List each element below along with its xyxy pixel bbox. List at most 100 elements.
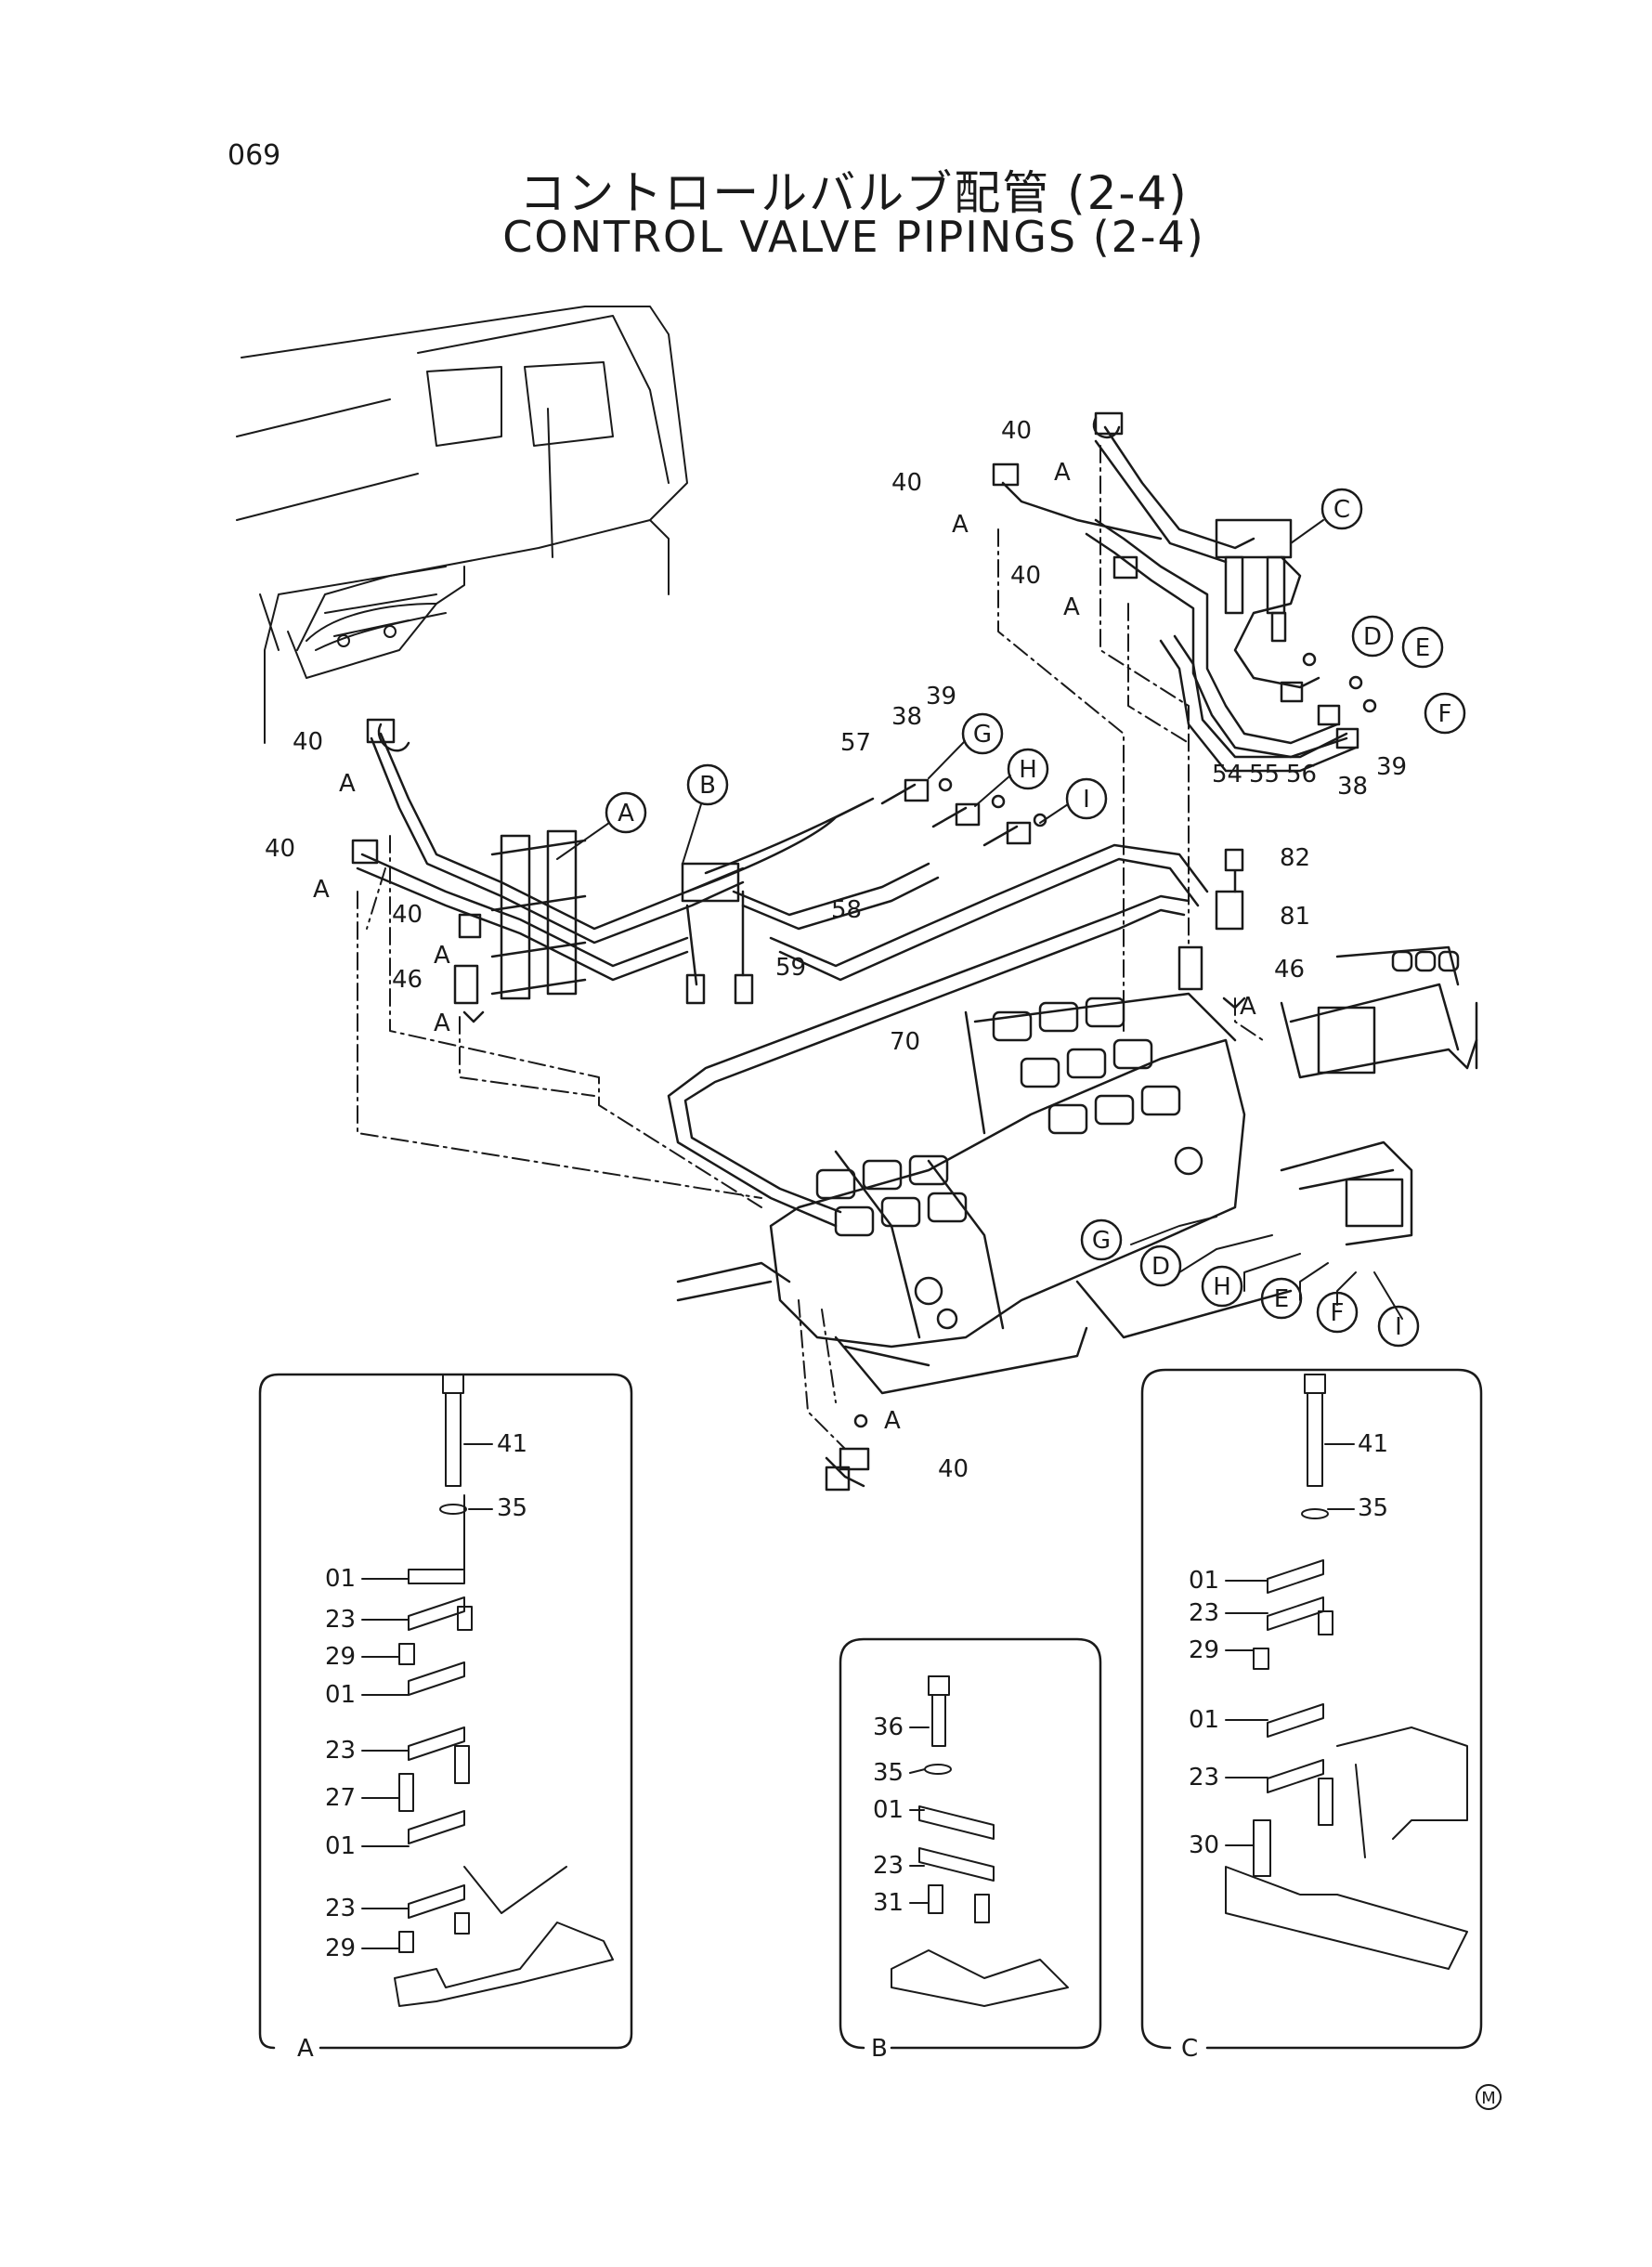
detail-a-part-35: 35 [497,1494,527,1522]
detail-c-drawing [1225,1374,1468,1970]
circle-ref-leaders [556,519,1324,865]
detail-b-part-23: 23 [873,1852,904,1880]
callout-38: 38 [1337,773,1368,801]
title-japanese: コントロールバルブ配管 (2-4) [519,166,1189,220]
callout-A: A [1054,459,1071,487]
detail-b-drawing [891,1675,1069,2007]
callout-A: A [1240,993,1256,1021]
right-pipe-assembly [992,411,1377,773]
callout-40: 40 [293,728,323,756]
circle-ref-A: A [618,800,634,827]
footer-mark: M [1481,2089,1496,2108]
callout-55: 55 [1249,761,1280,788]
detail-a-part-29: 29 [325,1643,356,1671]
fitting-40-bottom [825,1414,870,1492]
reference-leaders [1130,1216,1403,1320]
callout-40: 40 [1001,417,1032,445]
detail-b-label: B [871,2035,888,2063]
callout-A: A [313,876,330,904]
circle-ref-D: D [1151,1253,1170,1281]
circle-ref-H: H [1019,756,1037,784]
detail-a-labels: 41 35 01 23 29 01 23 27 01 23 29 A [297,1430,527,2063]
detail-a-part-27: 27 [325,1784,356,1812]
detail-c-part-23: 23 [1189,1599,1219,1627]
callout-46: 46 [392,966,423,994]
circle-ref-I: I [1083,786,1090,814]
circle-ref-H: H [1213,1273,1231,1301]
fittings-right [1177,848,1246,1010]
callout-81: 81 [1280,903,1310,931]
callout-40: 40 [265,835,295,863]
detail-a-part-29: 29 [325,1935,356,1962]
callout-A: A [1063,593,1080,621]
detail-b-part-35: 35 [873,1759,904,1787]
circle-ref-F: F [1331,1299,1345,1327]
leader-lines [357,445,1264,1450]
detail-c-part-01: 01 [1189,1706,1219,1734]
detail-a-part-23: 23 [325,1737,356,1765]
circle-ref-E: E [1415,634,1430,662]
callout-A: A [339,770,356,798]
control-valve-block [676,945,1478,1395]
detail-a-part-01: 01 [325,1832,356,1860]
callout-40: 40 [891,469,922,497]
left-pipe-assembly [351,718,1209,1005]
detail-c-part-01: 01 [1189,1567,1219,1595]
callout-38: 38 [891,703,922,731]
circle-ref-C: C [1333,496,1350,524]
detail-a-part-23: 23 [325,1606,356,1634]
callout-58: 58 [831,896,862,924]
page-number: 069 [228,139,281,172]
detail-c-part-41: 41 [1358,1430,1388,1458]
callout-40: 40 [938,1455,969,1483]
callout-82: 82 [1280,844,1310,872]
circle-ref-E: E [1274,1285,1289,1313]
circle-ref-shapes [605,488,1502,2110]
detail-c-part-30: 30 [1189,1831,1219,1859]
detail-b-part-36: 36 [873,1713,904,1741]
detail-b-labels: 36 35 01 23 31 B [871,1713,904,2063]
callout-text: 40 40 40 40 40 40 40 A A A A A A A A A 5… [265,417,1407,1483]
circle-ref-G: G [973,721,992,749]
callout-40: 40 [1010,562,1041,590]
detail-c-labels: 41 35 01 23 29 01 23 30 C [1181,1430,1388,2063]
detail-b-part-31: 31 [873,1889,904,1917]
callout-A: A [434,942,450,970]
detail-a-part-01: 01 [325,1565,356,1593]
callout-39: 39 [926,683,956,710]
detail-c-part-23: 23 [1189,1764,1219,1791]
pipe-70 [667,894,1190,1228]
detail-a-part-23: 23 [325,1895,356,1922]
circle-ref-F: F [1438,700,1452,728]
circle-ref-text: A B C D E F G H I G D H E F I [618,496,1451,1341]
callout-70: 70 [890,1028,920,1056]
machine-outline [236,306,688,744]
detail-a-label: A [297,2035,314,2063]
callout-40: 40 [392,901,423,929]
callout-46: 46 [1274,956,1305,984]
detail-c-label: C [1181,2035,1198,2063]
detail-b-part-01: 01 [873,1796,904,1824]
detail-a-drawing [394,1374,614,2007]
callout-A: A [434,1010,450,1037]
callout-39: 39 [1376,753,1407,781]
circle-ref-G: G [1092,1227,1111,1255]
detail-c-part-35: 35 [1358,1494,1388,1522]
callout-56: 56 [1286,761,1317,788]
callout-A: A [884,1407,901,1435]
callout-59: 59 [775,954,806,982]
circle-ref-I: I [1395,1313,1402,1341]
title-english: CONTROL VALVE PIPINGS (2-4) [502,212,1205,262]
callout-57: 57 [840,729,871,757]
callout-54: 54 [1212,761,1242,788]
detail-a-part-01: 01 [325,1681,356,1709]
circle-ref-B: B [699,772,716,800]
detail-a-part-41: 41 [497,1430,527,1458]
circle-ref-D: D [1363,623,1382,651]
callout-A: A [952,511,969,539]
fittings-left [453,913,485,1023]
detail-frames [258,1368,1483,2050]
detail-c-part-29: 29 [1189,1636,1219,1664]
detail-label-leaders [361,1443,1355,1949]
